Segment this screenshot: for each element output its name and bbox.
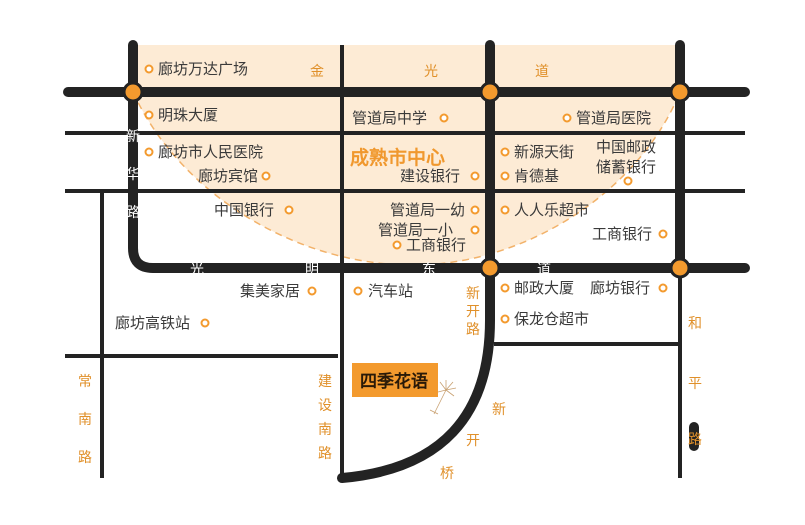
poi-marker [500, 314, 510, 324]
poi-marker [200, 318, 210, 328]
road-label-xinhua: 新 [126, 129, 140, 145]
road-line-xinkai-bridge [337, 263, 495, 483]
poi-marker [144, 64, 154, 74]
junction-marker [479, 81, 501, 103]
poi-marker [500, 205, 510, 215]
poi-label-baolongcang: 保龙仓超市 [514, 310, 589, 328]
road-label-xinhua: 华 [126, 167, 140, 183]
poi-marker [500, 147, 510, 157]
intersections [122, 81, 691, 279]
road-labels: 金 光 道 光 明 东 道 新 华 路 常 南 路 建 设 南 路 新 开 路 … [78, 64, 702, 482]
poi-label-postal-savings: 储蓄银行 [596, 158, 656, 176]
poi-label-renrenle: 人人乐超市 [514, 201, 589, 219]
poi-marker [307, 286, 317, 296]
poi-marker [470, 171, 480, 181]
poi-label-guandao-school: 管道局中学 [352, 109, 427, 127]
poi-label-wanda: 廊坊万达广场 [158, 60, 248, 78]
junction-marker [122, 81, 144, 103]
road-label-jinguang: 金 [310, 64, 324, 80]
road-label-guangming: 光 [190, 262, 204, 278]
poi-label-langfang-bank: 廊坊银行 [590, 279, 650, 297]
road-label-guangming: 明 [305, 262, 319, 278]
poi-marker [392, 240, 402, 250]
poi-labels: 廊坊万达广场 明珠大厦 廊坊市人民医院 廊坊宾馆 中国银行 管道局中学 建设银行… [115, 60, 656, 332]
project-label-box [352, 363, 438, 397]
poi-marker [470, 205, 480, 215]
poi-label-bus-station: 汽车站 [368, 282, 413, 300]
dandelion-icon [429, 380, 457, 415]
road-label-jianshenan: 设 [318, 398, 332, 414]
poi-label-guandao-yixiao: 管道局一小 [378, 221, 453, 239]
poi-label-boc: 中国银行 [214, 201, 274, 219]
road-label-guangming: 东 [422, 262, 436, 278]
poi-label-post-building: 邮政大厦 [514, 279, 574, 297]
poi-label-mingzhu: 明珠大厦 [158, 106, 218, 124]
road-label-jinguang: 光 [424, 64, 438, 80]
junction-marker [669, 257, 691, 279]
city-center-zone [133, 45, 680, 266]
poi-marker [284, 205, 294, 215]
poi-label-kfc: 肯德基 [514, 167, 559, 185]
junction-marker [669, 81, 691, 103]
poi-marker [144, 147, 154, 157]
road-line-xinhua-guangming [128, 40, 750, 273]
poi-label-binguan: 廊坊宾馆 [198, 167, 258, 185]
poi-marker [562, 113, 572, 123]
project-marker: 四季花语 [352, 363, 457, 415]
poi-label-ccb: 建设银行 [400, 167, 460, 185]
road-label-changnan: 南 [78, 412, 92, 428]
road-label-heping: 和 [688, 316, 702, 332]
poi-marker [500, 283, 510, 293]
poi-label-highspeed: 廊坊高铁站 [115, 314, 190, 332]
road-label-xinkai-road: 开 [466, 304, 480, 320]
road-label-changnan: 常 [78, 374, 92, 390]
poi-marker [470, 225, 480, 235]
poi-label-jimei: 集美家居 [240, 282, 300, 300]
road-label-xinkai-road: 新 [466, 286, 480, 302]
road-label-jianshenan: 建 [318, 374, 332, 390]
poi-label-icbc-east: 工商银行 [592, 225, 652, 243]
poi-label-postal-savings: 中国邮政 [596, 138, 656, 156]
poi-marker [623, 176, 633, 186]
road-label-jianshenan: 路 [318, 446, 332, 462]
junction-marker [479, 257, 501, 279]
road-label-xinkai-bridge: 桥 [440, 466, 454, 482]
road-label-xinkai-bridge: 开 [466, 433, 480, 449]
poi-marker [439, 113, 449, 123]
poi-marker [353, 286, 363, 296]
road-label-xinkai-bridge: 新 [492, 402, 506, 418]
poi-marker [261, 171, 271, 181]
road-label-xinkai-road: 路 [466, 322, 480, 338]
poi-label-guandao-yiyou: 管道局一幼 [390, 201, 465, 219]
poi-label-hospital-people: 廊坊市人民医院 [158, 143, 263, 161]
poi-markers [144, 64, 668, 328]
road-label-guangming: 道 [537, 262, 551, 278]
poi-marker [144, 110, 154, 120]
project-name: 四季花语 [360, 371, 428, 392]
poi-label-guandao-hospital: 管道局医院 [576, 109, 651, 127]
city-center-label: 成熟市中心 [350, 146, 445, 169]
road-label-xinhua: 路 [126, 205, 140, 221]
poi-label-icbc-center: 工商银行 [406, 236, 466, 254]
poi-label-xinyuan: 新源天街 [514, 143, 574, 161]
road-label-jinguang: 道 [535, 64, 549, 80]
poi-marker [658, 229, 668, 239]
poi-marker [658, 283, 668, 293]
minor-roads [65, 45, 745, 478]
road-label-changnan: 路 [78, 450, 92, 466]
poi-marker [500, 171, 510, 181]
road-label-heping: 平 [688, 376, 702, 392]
road-label-jianshenan: 南 [318, 422, 332, 438]
road-label-heping: 路 [688, 432, 702, 448]
